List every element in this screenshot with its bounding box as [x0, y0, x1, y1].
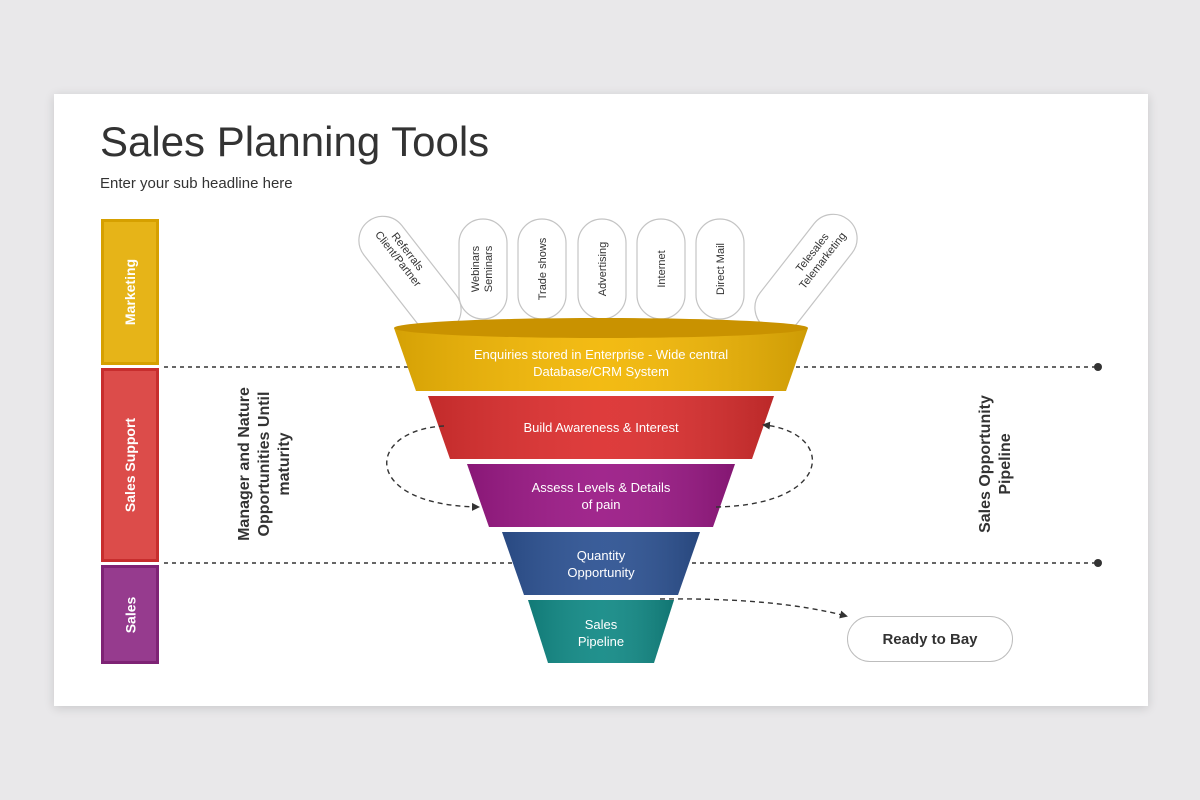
funnel-stage-pipeline: Sales Pipeline [528, 600, 674, 663]
funnel-stage-label: Build Awareness & Interest [523, 420, 679, 435]
funnel-stage-label: Assess Levels & Details [532, 480, 671, 495]
funnel-stage-enquiries: Enquiries stored in Enterprise - Wide ce… [394, 318, 808, 391]
channel-tab: Telesales Telemarketing [754, 213, 858, 333]
channel-tab: Webinars Seminars [458, 218, 508, 320]
funnel-stage-label: Pipeline [578, 634, 624, 649]
channel-tab: Client/Partner Referrals [358, 215, 462, 335]
funnel-stage-label: Sales [585, 617, 618, 632]
separator-dot-bottom [1094, 559, 1102, 567]
channel-tab: Direct Mail [695, 218, 745, 320]
funnel-stage-assess: Assess Levels & Details of pain [467, 464, 735, 527]
page-subtitle: Enter your sub headline here [100, 175, 293, 192]
ready-to-bay-button[interactable]: Ready to Bay [847, 616, 1013, 662]
channel-tab: Trade shows [517, 218, 567, 320]
funnel-stage-label: Database/CRM System [533, 364, 669, 379]
channel-label: Internet [656, 250, 668, 287]
channel-tab: Internet [636, 218, 686, 320]
channel-label: Trade shows [537, 237, 549, 300]
channel-tab: Advertising [577, 218, 627, 320]
funnel-stage-label: Quantity [577, 548, 626, 563]
funnel-stage-label: Opportunity [567, 565, 635, 580]
channel-label: Seminars [483, 245, 495, 292]
funnel-stage-awareness: Build Awareness & Interest [428, 396, 774, 459]
stage-sales-support: Sales Support [101, 368, 159, 562]
funnel-stage-label: of pain [581, 497, 620, 512]
channel-label: Direct Mail [715, 243, 727, 295]
loop-arrow-right [715, 421, 813, 508]
channel-label: Webinars [470, 245, 482, 292]
stage-marketing: Marketing [101, 219, 159, 365]
stage-sales: Sales [101, 565, 159, 664]
page-title: Sales Planning Tools [100, 118, 490, 165]
loop-arrow-left [386, 425, 480, 511]
ready-arrow [659, 598, 848, 619]
separator-dot-top [1094, 363, 1102, 371]
channel-label: Advertising [597, 242, 609, 296]
funnel-stage-quantity: Quantity Opportunity [502, 532, 700, 595]
funnel-stage-label: Enquiries stored in Enterprise - Wide ce… [474, 347, 728, 362]
